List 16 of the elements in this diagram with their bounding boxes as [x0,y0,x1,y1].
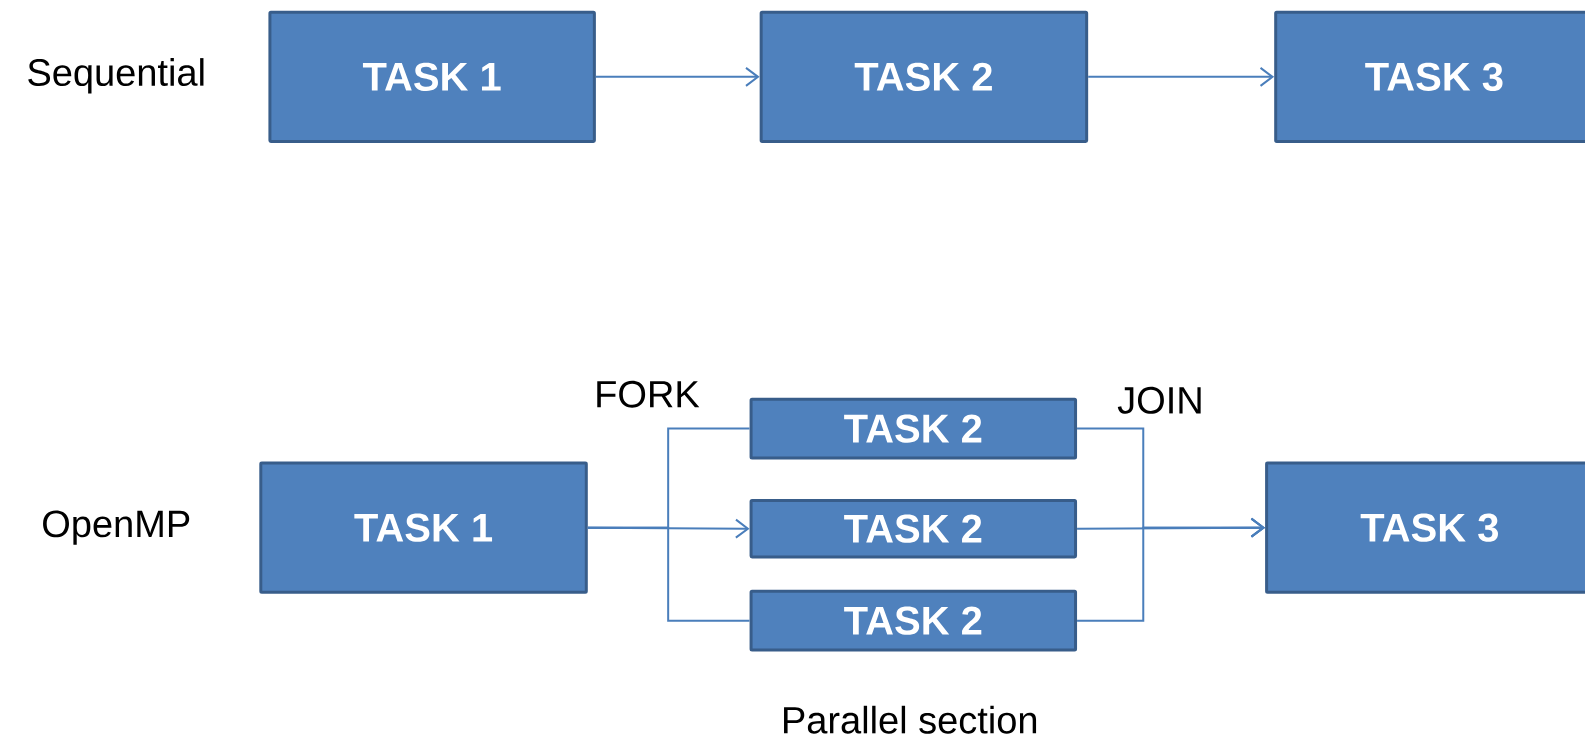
label-text: Parallel section [784,705,1037,734]
task-box: TASK 2 [749,498,1078,559]
label-text: OpenMP [43,510,190,545]
label-text: JOIN [1117,386,1201,414]
arrow [594,66,760,87]
arrow [1076,517,1266,622]
task-box: TASK 3 [1265,461,1585,594]
task-box: TASK 3 [1274,10,1585,143]
label-text: FORK [597,380,700,408]
arrow [1087,66,1275,87]
task-box: TASK 1 [268,10,596,143]
label-text: Sequential [28,58,204,94]
task-box: TASK 2 [759,10,1089,143]
task-box: TASK 2 [749,589,1078,652]
task-box: TASK 1 [259,461,588,594]
task-box: TASK 2 [749,397,1078,460]
